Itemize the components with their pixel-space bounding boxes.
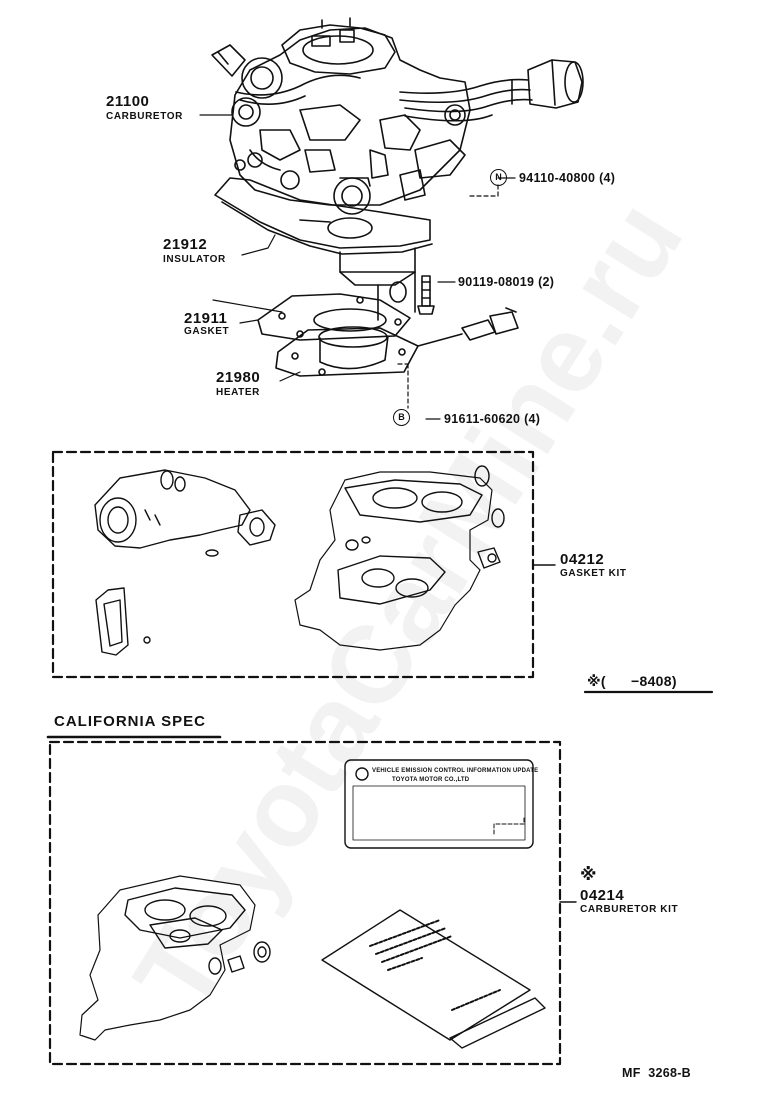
insulator-part-number: 21912 bbox=[163, 236, 208, 253]
stud-bolt bbox=[417, 275, 435, 315]
bolt-symbol: B bbox=[393, 409, 410, 426]
carburetor-drawing bbox=[211, 17, 584, 321]
gasket-part-number: 21911 bbox=[184, 310, 228, 327]
heater-part-name: HEATER bbox=[216, 387, 260, 398]
california-spec-heading: CALIFORNIA SPEC bbox=[54, 713, 206, 730]
emission-label-line1: VEHICLE EMISSION CONTROL INFORMATION UPD… bbox=[372, 768, 539, 774]
nut-symbol: N bbox=[490, 169, 507, 186]
leader-lines bbox=[199, 114, 516, 420]
carburetor-kit-box bbox=[48, 740, 562, 1066]
carburetor-part-number: 21100 bbox=[106, 93, 150, 110]
carburetor-kit-contents bbox=[79, 875, 271, 1041]
gasket-kit-part-name: GASKET KIT bbox=[560, 568, 627, 579]
gasket-kit-part-number: 04212 bbox=[560, 551, 605, 568]
gasket-kit-box bbox=[51, 450, 535, 679]
heater-part-number: 21980 bbox=[216, 369, 261, 386]
carburetor-kit-part-name: CARBURETOR KIT bbox=[580, 904, 679, 915]
emission-label bbox=[344, 759, 534, 849]
footer-code: MF 3268-B bbox=[622, 1066, 691, 1080]
gasket-drawing bbox=[257, 293, 411, 341]
insulator-part-name: INSULATOR bbox=[163, 254, 226, 265]
bolt-part-ref: 91611-60620 (4) bbox=[444, 412, 541, 426]
date-range: ※( −8408) bbox=[587, 673, 677, 689]
instruction-sheet bbox=[321, 909, 546, 1049]
carburetor-kit-mark: ※ bbox=[580, 865, 597, 884]
emission-label-line2: TOYOTA MOTOR CO.,LTD bbox=[392, 777, 470, 783]
heater-drawing bbox=[275, 307, 519, 377]
gasket-part-name: GASKET bbox=[184, 326, 230, 337]
nut-part-ref: 94110-40800 (4) bbox=[519, 171, 616, 185]
gasket-kit-contents bbox=[94, 465, 505, 656]
carburetor-part-name: CARBURETOR bbox=[106, 111, 183, 122]
carburetor-kit-part-number: 04214 bbox=[580, 887, 625, 904]
stud-part-ref: 90119-08019 (2) bbox=[458, 275, 555, 289]
